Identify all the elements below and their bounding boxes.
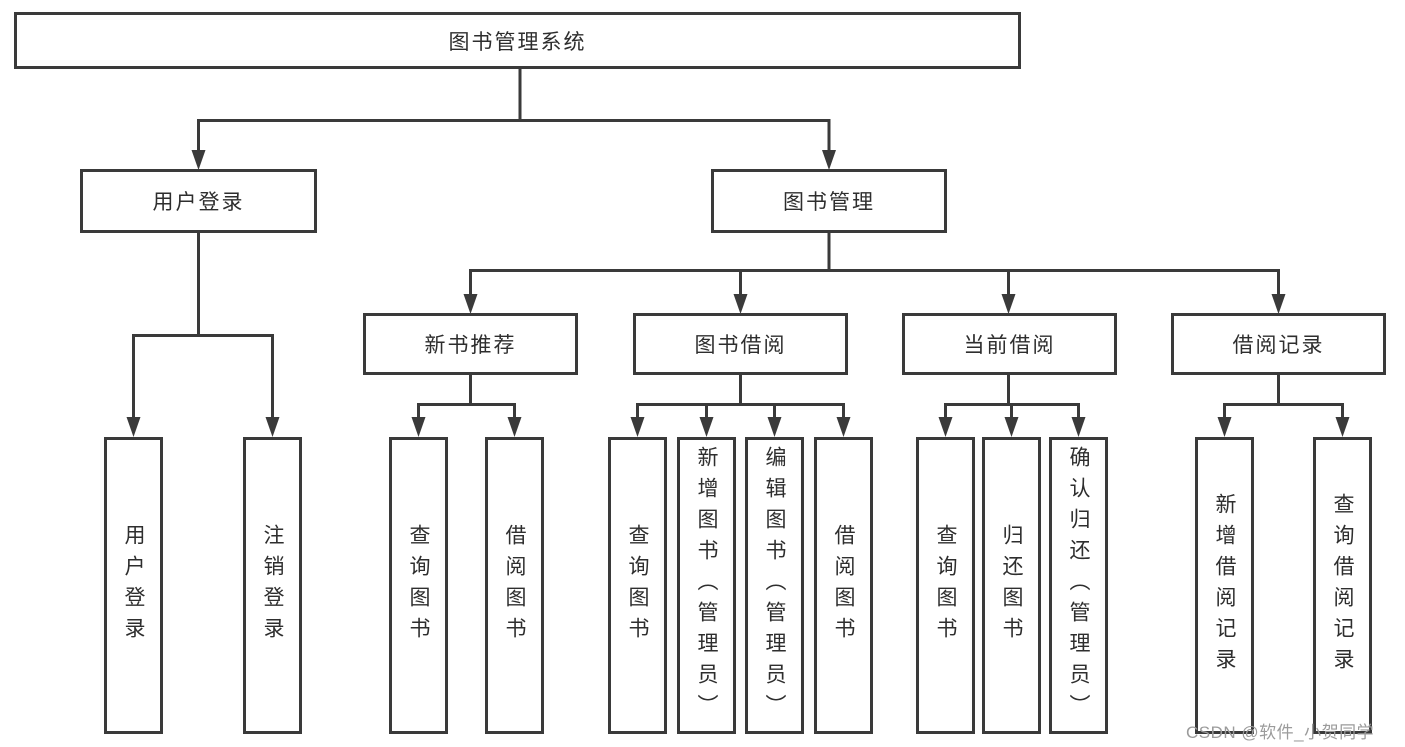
connector-book-borrow-to-leaves xyxy=(630,373,851,437)
node-library-management-system: 图书管理系统 xyxy=(14,12,1021,69)
leaf-query-books-current: 查询图书 xyxy=(916,437,975,734)
leaf-add-books-admin: 新增图书（管理员） xyxy=(677,437,736,734)
leaf-add-borrow-record: 新增借阅记录 xyxy=(1195,437,1254,734)
connector-user-login-to-leaves xyxy=(126,232,280,437)
connector-current-borrow-to-leaves xyxy=(938,373,1086,437)
connector-root-to-level2 xyxy=(191,68,836,170)
csdn-watermark: CSDN @软件_小贺同学 xyxy=(1186,723,1375,742)
leaf-edit-books-admin: 编辑图书（管理员） xyxy=(745,437,804,734)
connector-book-management-to-level3 xyxy=(463,232,1286,314)
leaf-query-books-borrow: 查询图书 xyxy=(608,437,667,734)
leaf-logout: 注销登录 xyxy=(243,437,302,734)
leaf-user-login: 用户登录 xyxy=(104,437,163,734)
connector-borrow-records-to-leaves xyxy=(1217,373,1350,437)
node-current-borrow: 当前借阅 xyxy=(902,313,1117,375)
node-book-borrow: 图书借阅 xyxy=(633,313,848,375)
node-borrow-records: 借阅记录 xyxy=(1171,313,1386,375)
leaf-borrow-books-recommend: 借阅图书 xyxy=(485,437,544,734)
node-book-management: 图书管理 xyxy=(711,169,947,233)
node-user-login: 用户登录 xyxy=(80,169,317,233)
leaf-confirm-return-admin: 确认归还（管理员） xyxy=(1049,437,1108,734)
leaf-return-books: 归还图书 xyxy=(982,437,1041,734)
leaf-query-books-recommend: 查询图书 xyxy=(389,437,448,734)
leaf-query-borrow-record: 查询借阅记录 xyxy=(1313,437,1372,734)
connector-new-book-recommend-to-leaves xyxy=(411,373,522,437)
node-new-book-recommend: 新书推荐 xyxy=(363,313,578,375)
leaf-borrow-books: 借阅图书 xyxy=(814,437,873,734)
